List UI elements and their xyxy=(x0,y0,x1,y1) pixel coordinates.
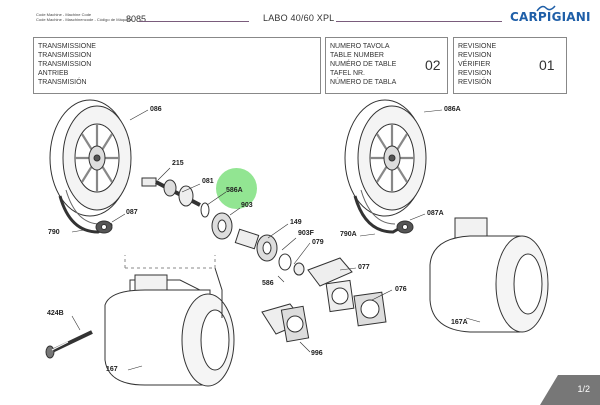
coupling-assembly xyxy=(261,257,387,343)
machine-code-caption: Code Machine - Machine Code Code Machine… xyxy=(36,12,132,22)
page-number: 1/2 xyxy=(577,384,590,394)
part-label-215: 215 xyxy=(172,160,184,167)
revision-label-fr: VÉRIFIER xyxy=(458,61,491,68)
table-label-es: NÚMERO DE TABLA xyxy=(330,79,397,86)
pulley-right xyxy=(344,99,427,217)
table-number: 02 xyxy=(425,57,441,73)
revision-label-es: REVISIÓN xyxy=(458,79,492,86)
part-label-149: 149 xyxy=(290,219,302,226)
belt-right xyxy=(353,189,414,234)
part-label-903: 903 xyxy=(241,202,253,209)
logo-wave-icon xyxy=(536,5,556,12)
motor-left xyxy=(104,255,235,387)
part-label-077: 077 xyxy=(358,264,370,271)
table-label-fr: NUMÉRO DE TABLE xyxy=(330,61,397,68)
part-label-167: 167 xyxy=(106,366,118,373)
revision-label-it: REVISIONE xyxy=(458,43,497,50)
revision-number: 01 xyxy=(539,57,555,73)
belt-left xyxy=(58,189,113,234)
section-title-es: TRANSMISIÓN xyxy=(38,79,87,86)
part-label-076: 076 xyxy=(395,286,407,293)
table-box: NUMERO TAVOLA TABLE NUMBER NUMÉRO DE TAB… xyxy=(325,37,448,94)
shaft-assembly xyxy=(141,177,305,276)
header-rule-left xyxy=(139,21,249,22)
machine-code: 8085 xyxy=(126,14,147,24)
part-label-790a: 790A xyxy=(340,231,357,238)
part-label-081: 081 xyxy=(202,178,214,185)
code-line-2: Code Machine - Maschinencode - Código de… xyxy=(36,17,132,22)
section-box: TRANSMISSIONE TRANSMISSION TRANSMISSION … xyxy=(33,37,321,94)
table-label-it: NUMERO TAVOLA xyxy=(330,43,390,50)
section-titles: TRANSMISSIONE TRANSMISSION TRANSMISSION … xyxy=(38,42,96,87)
bolt-424b xyxy=(45,330,93,359)
highlight-circle xyxy=(216,168,257,209)
pulley-left xyxy=(49,99,132,217)
code-line-1: Code Machine - Machine Code xyxy=(36,12,92,17)
table-labels: NUMERO TAVOLA TABLE NUMBER NUMÉRO DE TAB… xyxy=(330,42,396,87)
revision-box: REVISIONE REVISION VÉRIFIER REVISION REV… xyxy=(453,37,567,94)
part-label-586: 586 xyxy=(262,280,274,287)
part-label-424b: 424B xyxy=(47,310,64,317)
section-title-en: TRANSMISSION xyxy=(38,52,92,59)
table-label-de: TAFEL NR. xyxy=(330,70,366,77)
part-label-167a: 167A xyxy=(451,319,468,326)
motor-right xyxy=(429,217,549,333)
revision-labels: REVISIONE REVISION VÉRIFIER REVISION REV… xyxy=(458,42,496,87)
part-label-087a: 087A xyxy=(427,210,444,217)
brand-logo: CARPIGIANI xyxy=(510,10,591,24)
leader-lines xyxy=(71,109,481,371)
header-rule-right xyxy=(336,21,502,22)
section-title-fr: TRANSMISSION xyxy=(38,61,92,68)
part-label-086a: 086A xyxy=(444,106,461,113)
section-title-de: ANTRIEB xyxy=(38,70,69,77)
part-label-087: 087 xyxy=(126,209,138,216)
part-label-079: 079 xyxy=(312,239,324,246)
machine-model: LABO 40/60 XPL xyxy=(263,13,335,23)
part-label-790: 790 xyxy=(48,229,60,236)
revision-label-de: REVISION xyxy=(458,70,492,77)
part-label-903f: 903F xyxy=(298,230,314,237)
part-label-996: 996 xyxy=(311,350,323,357)
section-title-it: TRANSMISSIONE xyxy=(38,43,96,50)
part-label-086: 086 xyxy=(150,106,162,113)
part-label-586a: 586A xyxy=(226,187,243,194)
table-label-en: TABLE NUMBER xyxy=(330,52,384,59)
revision-label-en: REVISION xyxy=(458,52,492,59)
